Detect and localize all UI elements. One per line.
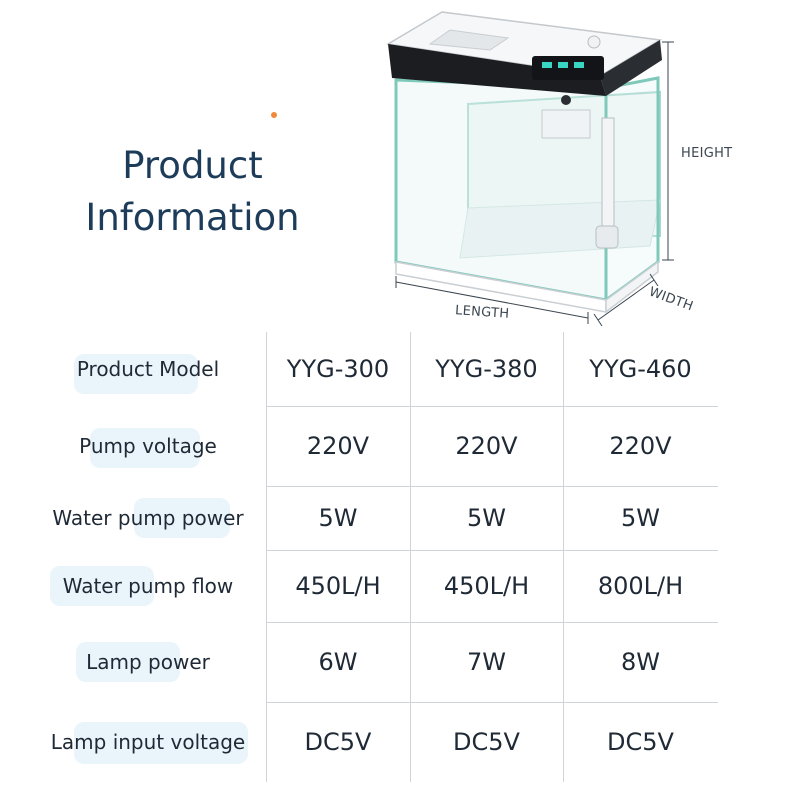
row-divider [266,550,718,551]
tank-base-side [605,260,659,314]
table-cell: YYG-380 [435,355,538,383]
table-row-lamp-input-voltage: Lamp input voltage DC5V DC5V DC5V [30,702,720,782]
table-cell: DC5V [304,728,372,756]
table-row-lamp-power: Lamp power 6W 7W 8W [30,622,720,702]
label-highlight [90,428,200,468]
table-cell: 8W [621,648,660,676]
pump-intake [595,225,619,249]
row-divider [266,622,718,623]
table-cell: 220V [609,432,672,460]
tank-lid-front [388,44,606,96]
label-highlight [50,566,154,606]
row-divider [266,406,718,407]
spec-table: Product Model YYG-300 YYG-380 YYG-460 Pu… [30,332,720,782]
table-cell: DC5V [607,728,674,756]
length-line [395,281,589,319]
row-label: Pump voltage [79,434,217,458]
table-row-water-pump-power: Water pump power 5W 5W 5W [30,486,720,550]
table-cell: 5W [467,504,506,532]
panel-indicator [542,62,552,68]
page-title: Product Information [60,140,325,244]
panel-indicator [574,62,584,68]
table-cell: YYG-460 [589,355,692,383]
row-label: Lamp power [86,650,210,674]
accent-dot [271,112,277,118]
row-label-cell: Product Model [30,332,266,406]
lid-vent [428,29,510,51]
aquarium-image [385,11,674,327]
table-cell: 220V [306,432,370,460]
row-label-cell: Water pump power [30,486,266,550]
page-title-line2: Information [85,196,300,239]
label-highlight [134,498,230,538]
table-cell: 6W [318,648,358,676]
width-line [597,279,655,321]
table-cell: 450L/H [295,572,381,600]
panel-indicator [558,62,568,68]
tank-lid-side [600,40,662,96]
lid-button [561,95,571,105]
row-divider [266,702,718,703]
row-label-cell: Pump voltage [30,406,266,486]
label-highlight [74,354,198,394]
table-cell: 7W [467,648,506,676]
table-cell: 5W [318,504,358,532]
row-label-cell: Lamp power [30,622,266,702]
row-label: Water pump power [52,506,244,530]
page-title-line1: Product [122,144,263,187]
width-line-cap [649,273,659,287]
row-label: Water pump flow [62,574,234,598]
filter-box [541,109,591,139]
table-row-product-model: Product Model YYG-300 YYG-380 YYG-460 [30,332,720,406]
dimension-height-label: HEIGHT [681,146,733,161]
row-label: Lamp input voltage [50,730,246,754]
column-divider [410,332,411,782]
row-label-cell: Lamp input voltage [30,702,266,782]
table-cell: 450L/H [443,572,530,600]
lid-knob [587,35,601,49]
table-row-water-pump-flow: Water pump flow 450L/H 450L/H 800L/H [30,550,720,622]
table-cell: 800L/H [597,572,684,600]
width-line-cap [593,313,603,327]
row-label: Product Model [76,357,220,381]
label-highlight [74,722,248,764]
table-cell: 220V [455,432,518,460]
row-divider [266,486,718,487]
table-cell: DC5V [453,728,520,756]
column-divider [563,332,564,782]
label-highlight [76,642,180,682]
column-divider [266,332,267,782]
table-cell: 5W [621,504,660,532]
row-label-cell: Water pump flow [30,550,266,622]
table-cell: YYG-300 [286,355,390,383]
table-row-pump-voltage: Pump voltage 220V 220V 220V [30,406,720,486]
